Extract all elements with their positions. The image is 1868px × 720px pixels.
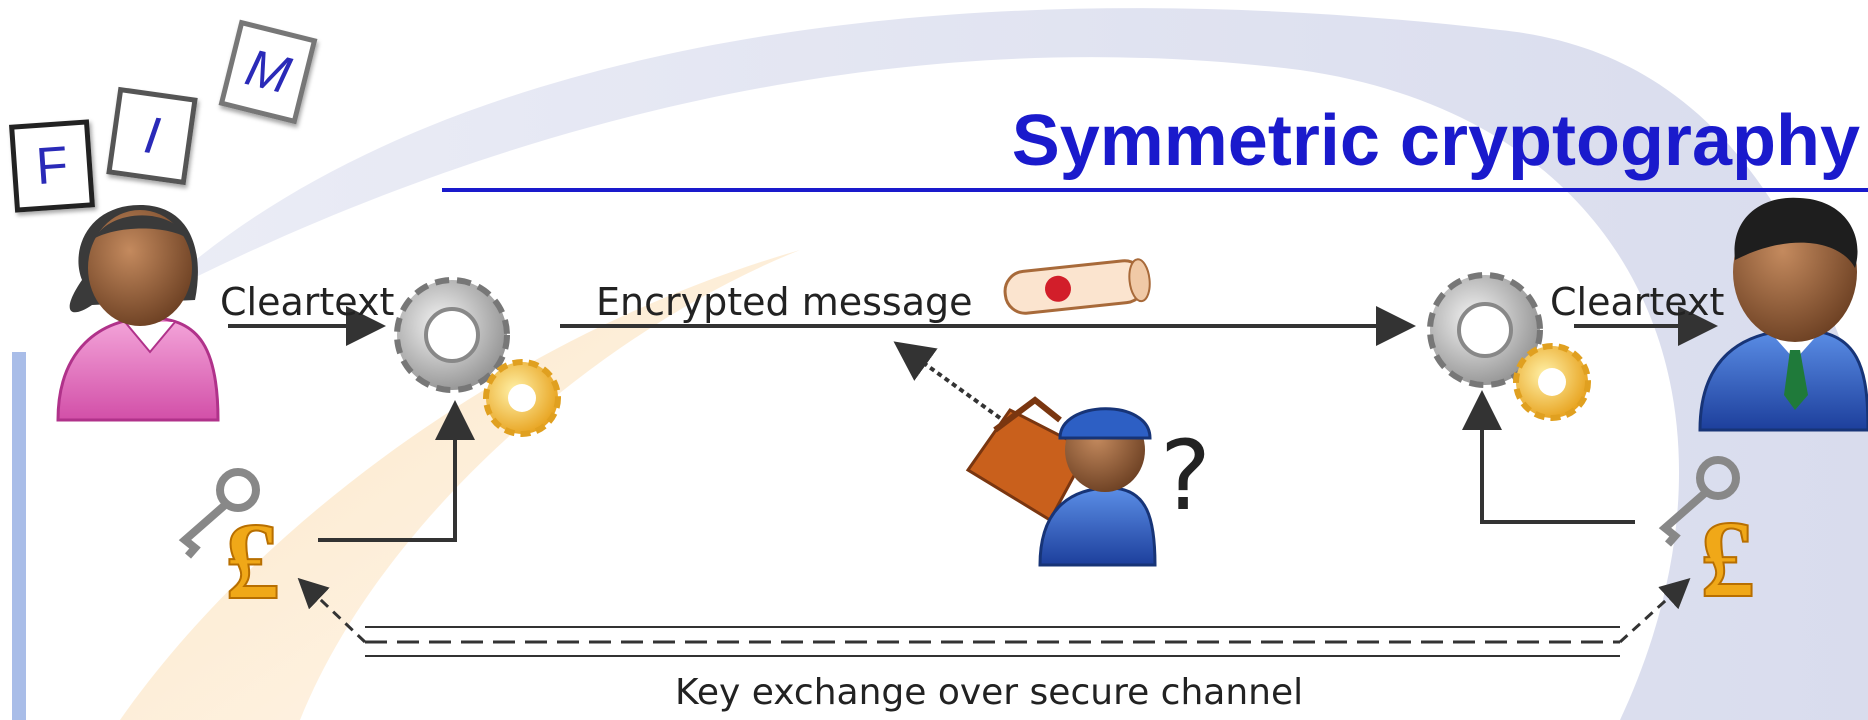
unknown-mark: ? [1160,420,1211,532]
title-underline [442,188,1868,192]
encrypted-message-label: Encrypted message [596,280,973,324]
cleartext-label-right: Cleartext [1550,280,1725,324]
cleartext-label-left: Cleartext [220,280,395,324]
worker-with-toolbox-icon [965,396,1157,567]
svg-text:£: £ [225,500,280,622]
encrypt-gears-icon [394,277,561,437]
slide-title: Symmetric cryptography [1011,101,1860,181]
accent-bar [12,352,26,720]
svg-text:£: £ [1700,498,1755,620]
sealed-scroll-icon [1003,258,1151,315]
man-avatar-icon [1698,197,1868,432]
key-right-icon: £ [1658,456,1756,621]
secure-channel [297,577,1691,657]
decrypt-gears-icon [1427,272,1591,421]
flow-arrows [228,306,1718,542]
key-left-icon: £ [178,468,281,623]
woman-avatar-icon [56,205,220,422]
key-exchange-label: Key exchange over secure channel [675,672,1304,713]
